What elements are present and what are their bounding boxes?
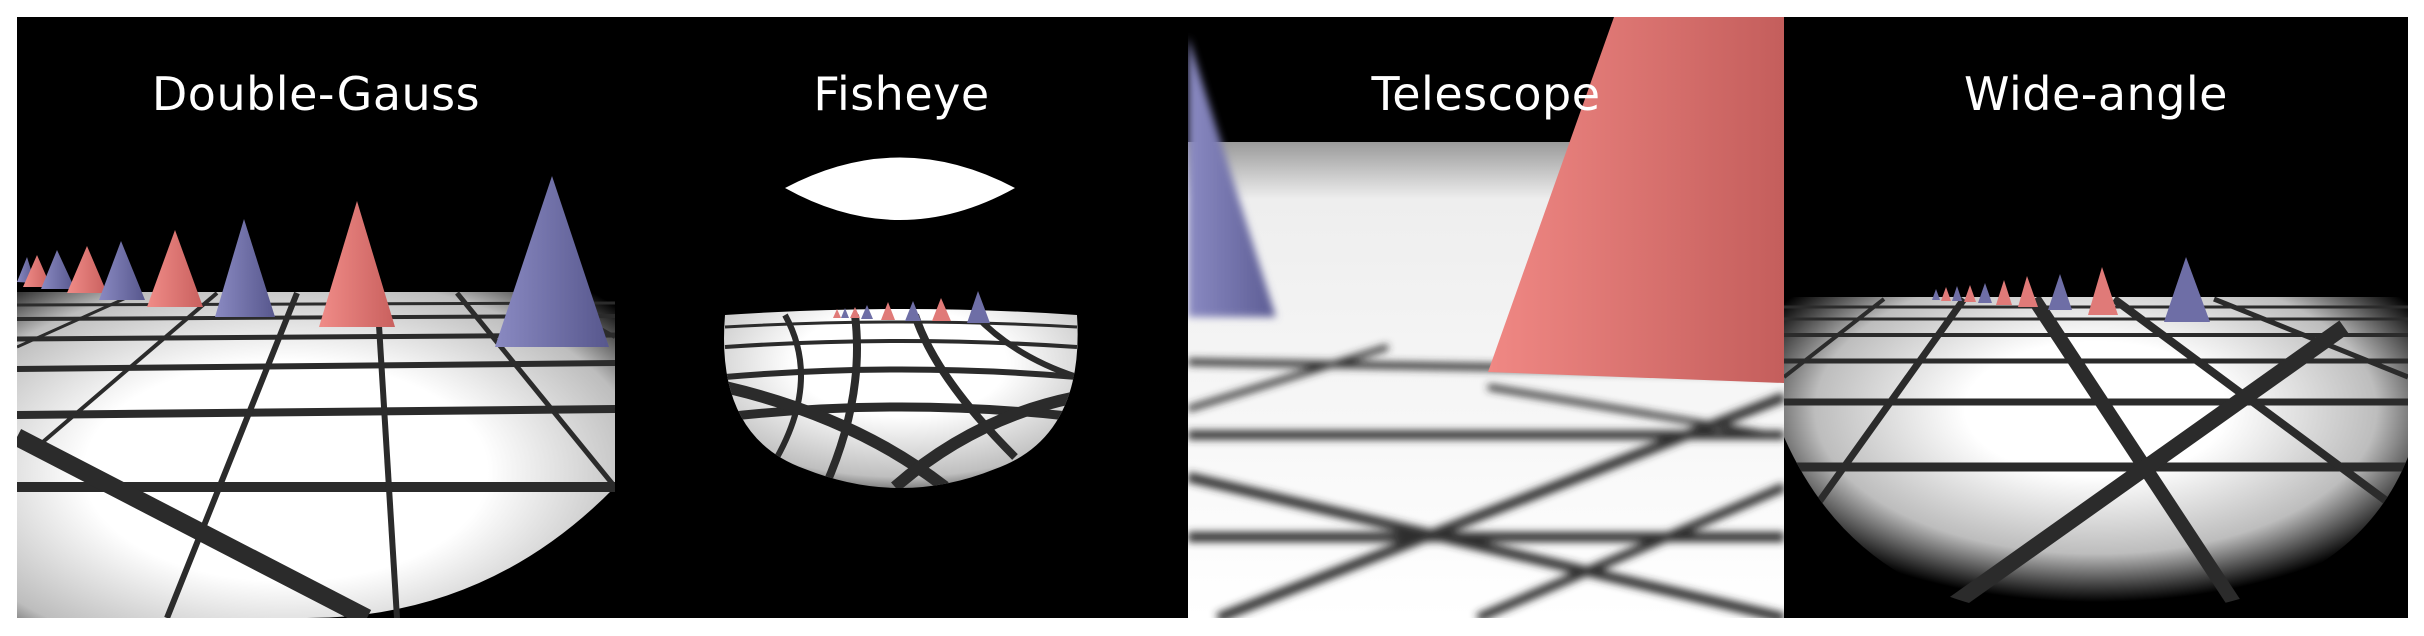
telescope-render bbox=[1188, 17, 1784, 618]
panel-fisheye: Fisheye bbox=[615, 17, 1188, 618]
wide-angle-render bbox=[1784, 17, 2408, 618]
panel-double-gauss: Double-Gauss bbox=[17, 17, 615, 618]
double-gauss-render bbox=[17, 17, 615, 618]
panel-wide-angle: Wide-angle bbox=[1784, 17, 2408, 618]
panel-label: Fisheye bbox=[813, 67, 990, 121]
panel-label: Telescope bbox=[1371, 67, 1601, 121]
fisheye-render bbox=[615, 17, 1188, 618]
lens-comparison-figure: Double-Gauss bbox=[17, 17, 2408, 618]
panel-telescope: Telescope bbox=[1188, 17, 1784, 618]
panel-label: Wide-angle bbox=[1964, 67, 2228, 121]
panel-label: Double-Gauss bbox=[151, 67, 481, 121]
